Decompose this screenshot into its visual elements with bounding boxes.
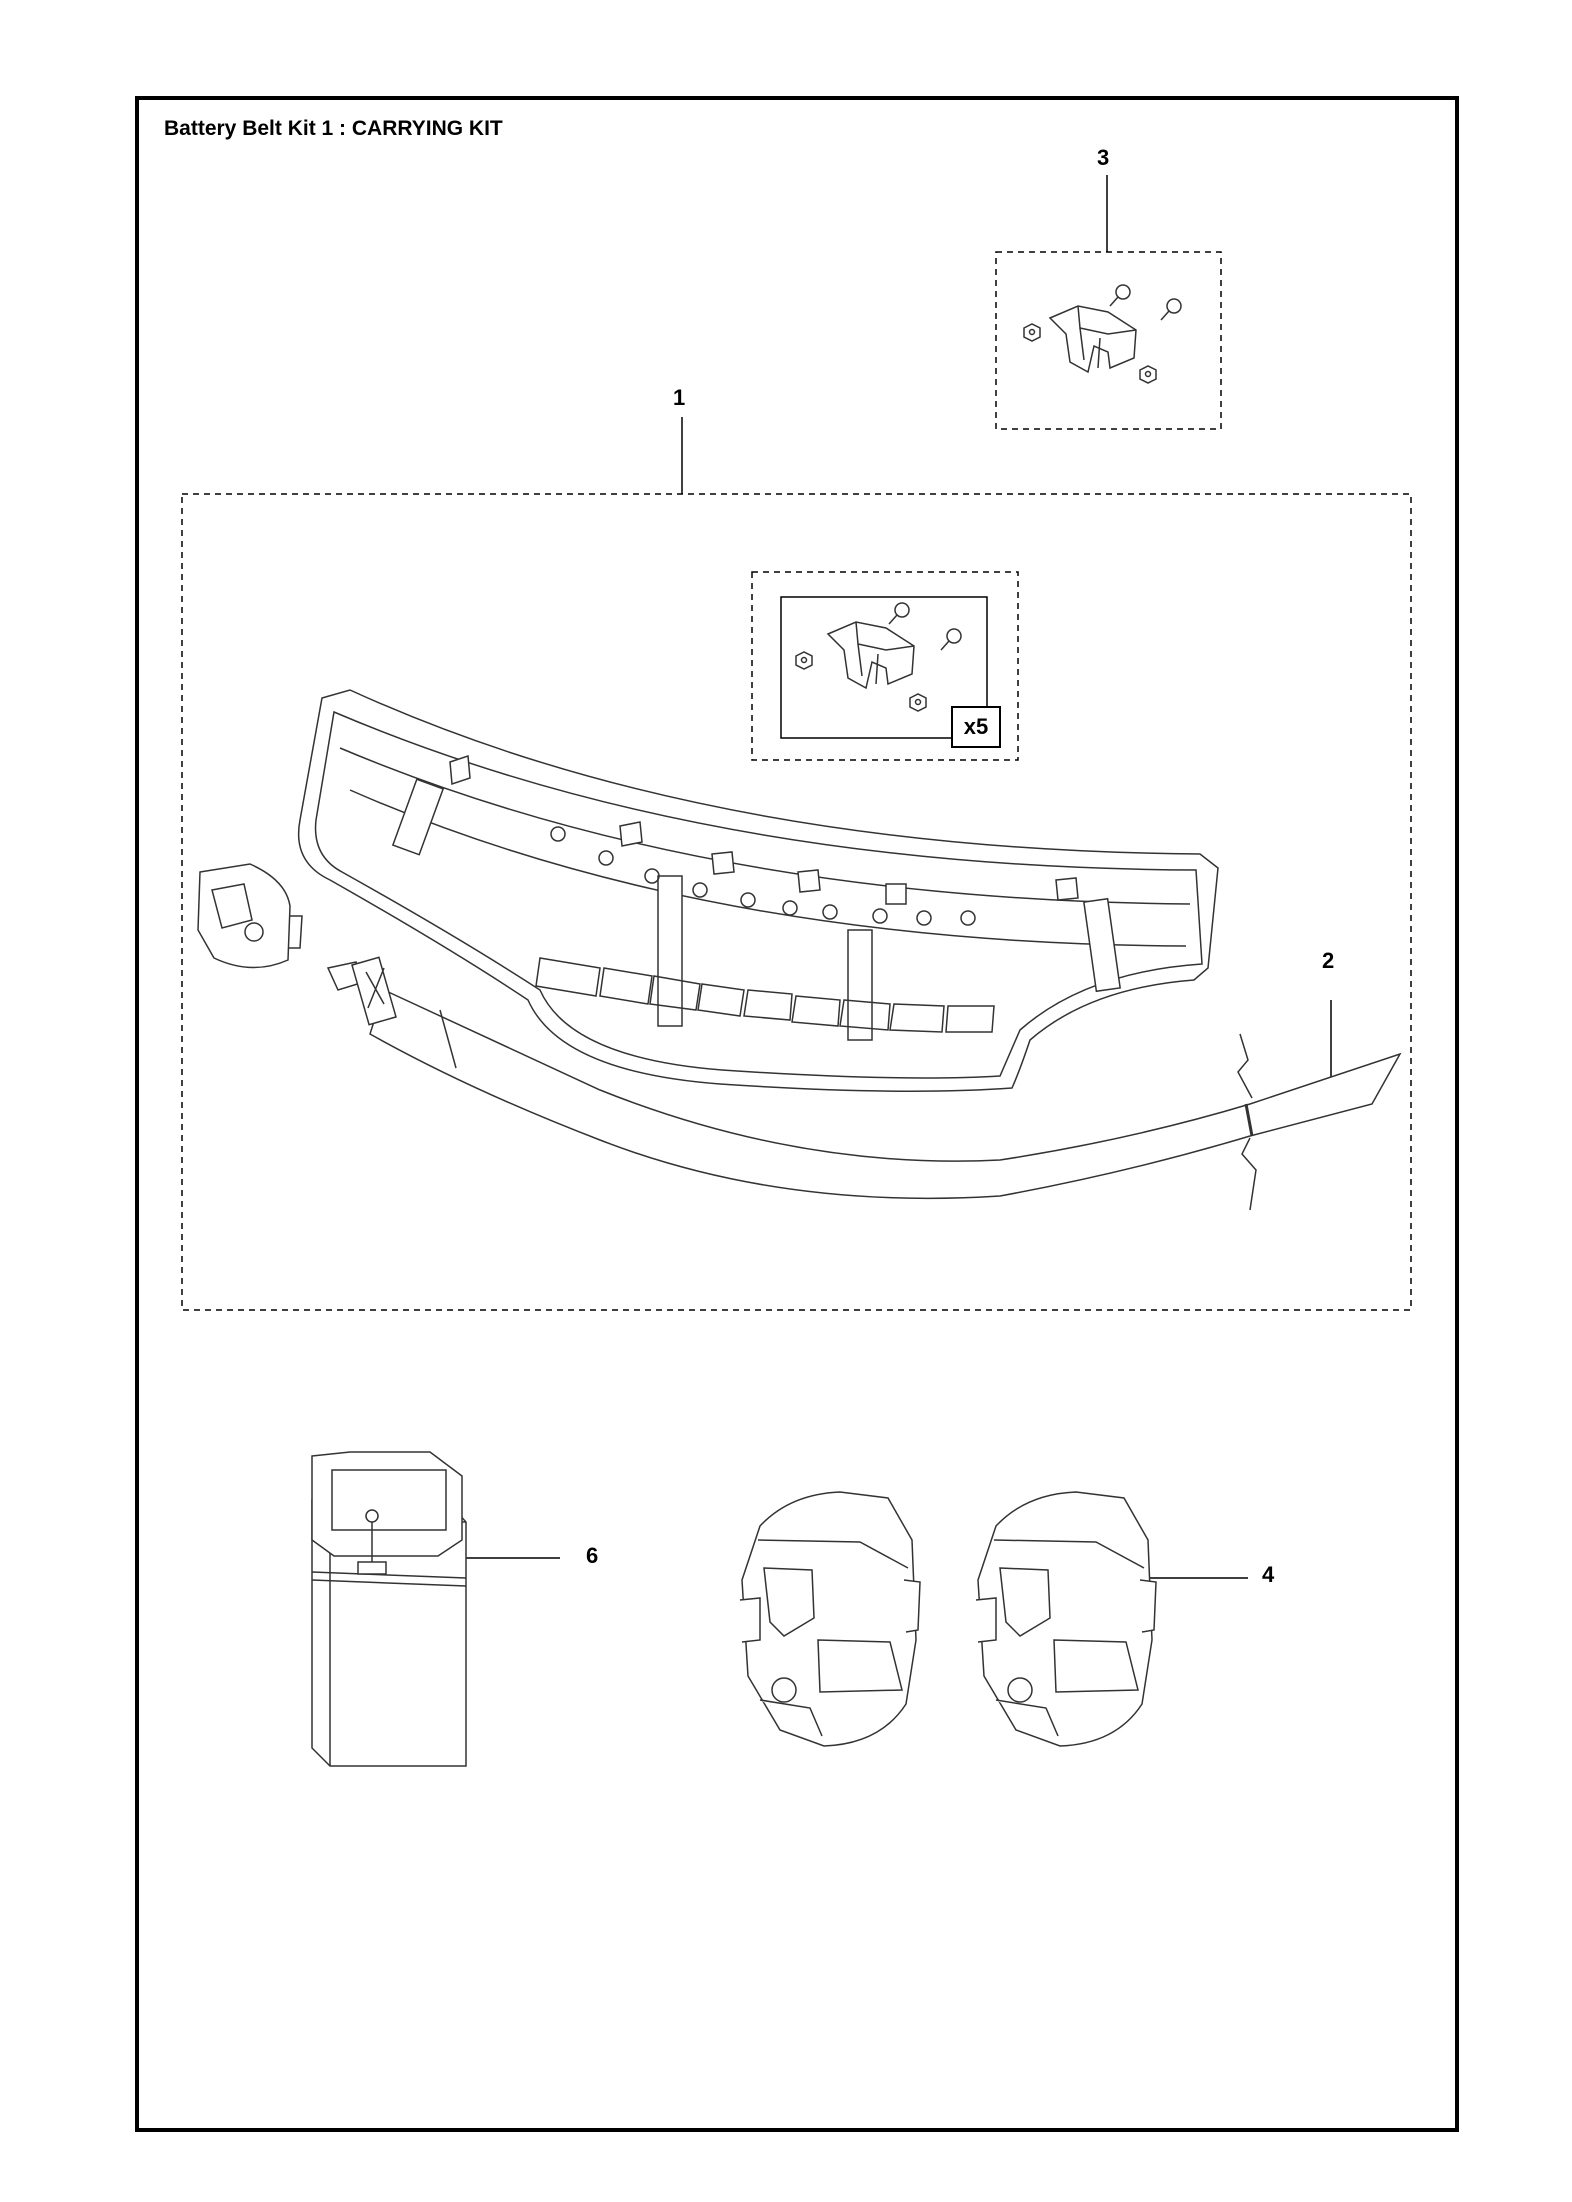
nut-icon <box>795 651 813 670</box>
callout-4: 4 <box>1262 1562 1275 1587</box>
brand-logo-icon <box>1007 1677 1033 1703</box>
grommet-icon <box>822 904 838 920</box>
belt-pad-item1 <box>297 689 1219 1092</box>
nut-icon <box>909 693 927 712</box>
screw-icon <box>940 628 962 651</box>
grommet-icon <box>598 850 614 866</box>
brand-logo-icon <box>244 922 264 942</box>
callout-2: 2 <box>1322 948 1335 973</box>
screw-icon <box>888 602 910 625</box>
grommet-icon <box>872 908 888 924</box>
screw-icon <box>1160 298 1182 321</box>
grommet-icon <box>692 882 708 898</box>
callout-6: 6 <box>586 1543 599 1568</box>
belt-strap-item2 <box>197 863 1402 1211</box>
holder-item6 <box>311 1451 467 1767</box>
battery-clip-item4-b <box>975 1491 1157 1747</box>
grommet-icon <box>644 868 660 884</box>
grommet-icon <box>960 910 976 926</box>
nut-icon <box>1023 323 1041 342</box>
hardware-inner-box <box>780 596 988 739</box>
bracket-kit-x5 <box>795 602 962 712</box>
nut-icon <box>1139 365 1157 384</box>
group-box-hardware <box>751 571 1019 761</box>
diagram-title: Battery Belt Kit 1 : CARRYING KIT <box>164 117 503 140</box>
callout-3: 3 <box>1097 145 1110 170</box>
grommet-icon <box>782 900 798 916</box>
bracket-kit-item3 <box>1023 284 1182 384</box>
drawing-frame <box>135 96 1459 2132</box>
screw-icon <box>1109 284 1131 307</box>
battery-clip-item4-a <box>739 1491 921 1747</box>
grommet-icon <box>550 826 566 842</box>
grommet-icon <box>740 892 756 908</box>
brand-logo-icon <box>771 1677 797 1703</box>
callout-1: 1 <box>673 385 686 410</box>
quantity-badge: x5 <box>951 706 1001 748</box>
grommet-icon <box>916 910 932 926</box>
group-box-item3 <box>995 251 1222 430</box>
